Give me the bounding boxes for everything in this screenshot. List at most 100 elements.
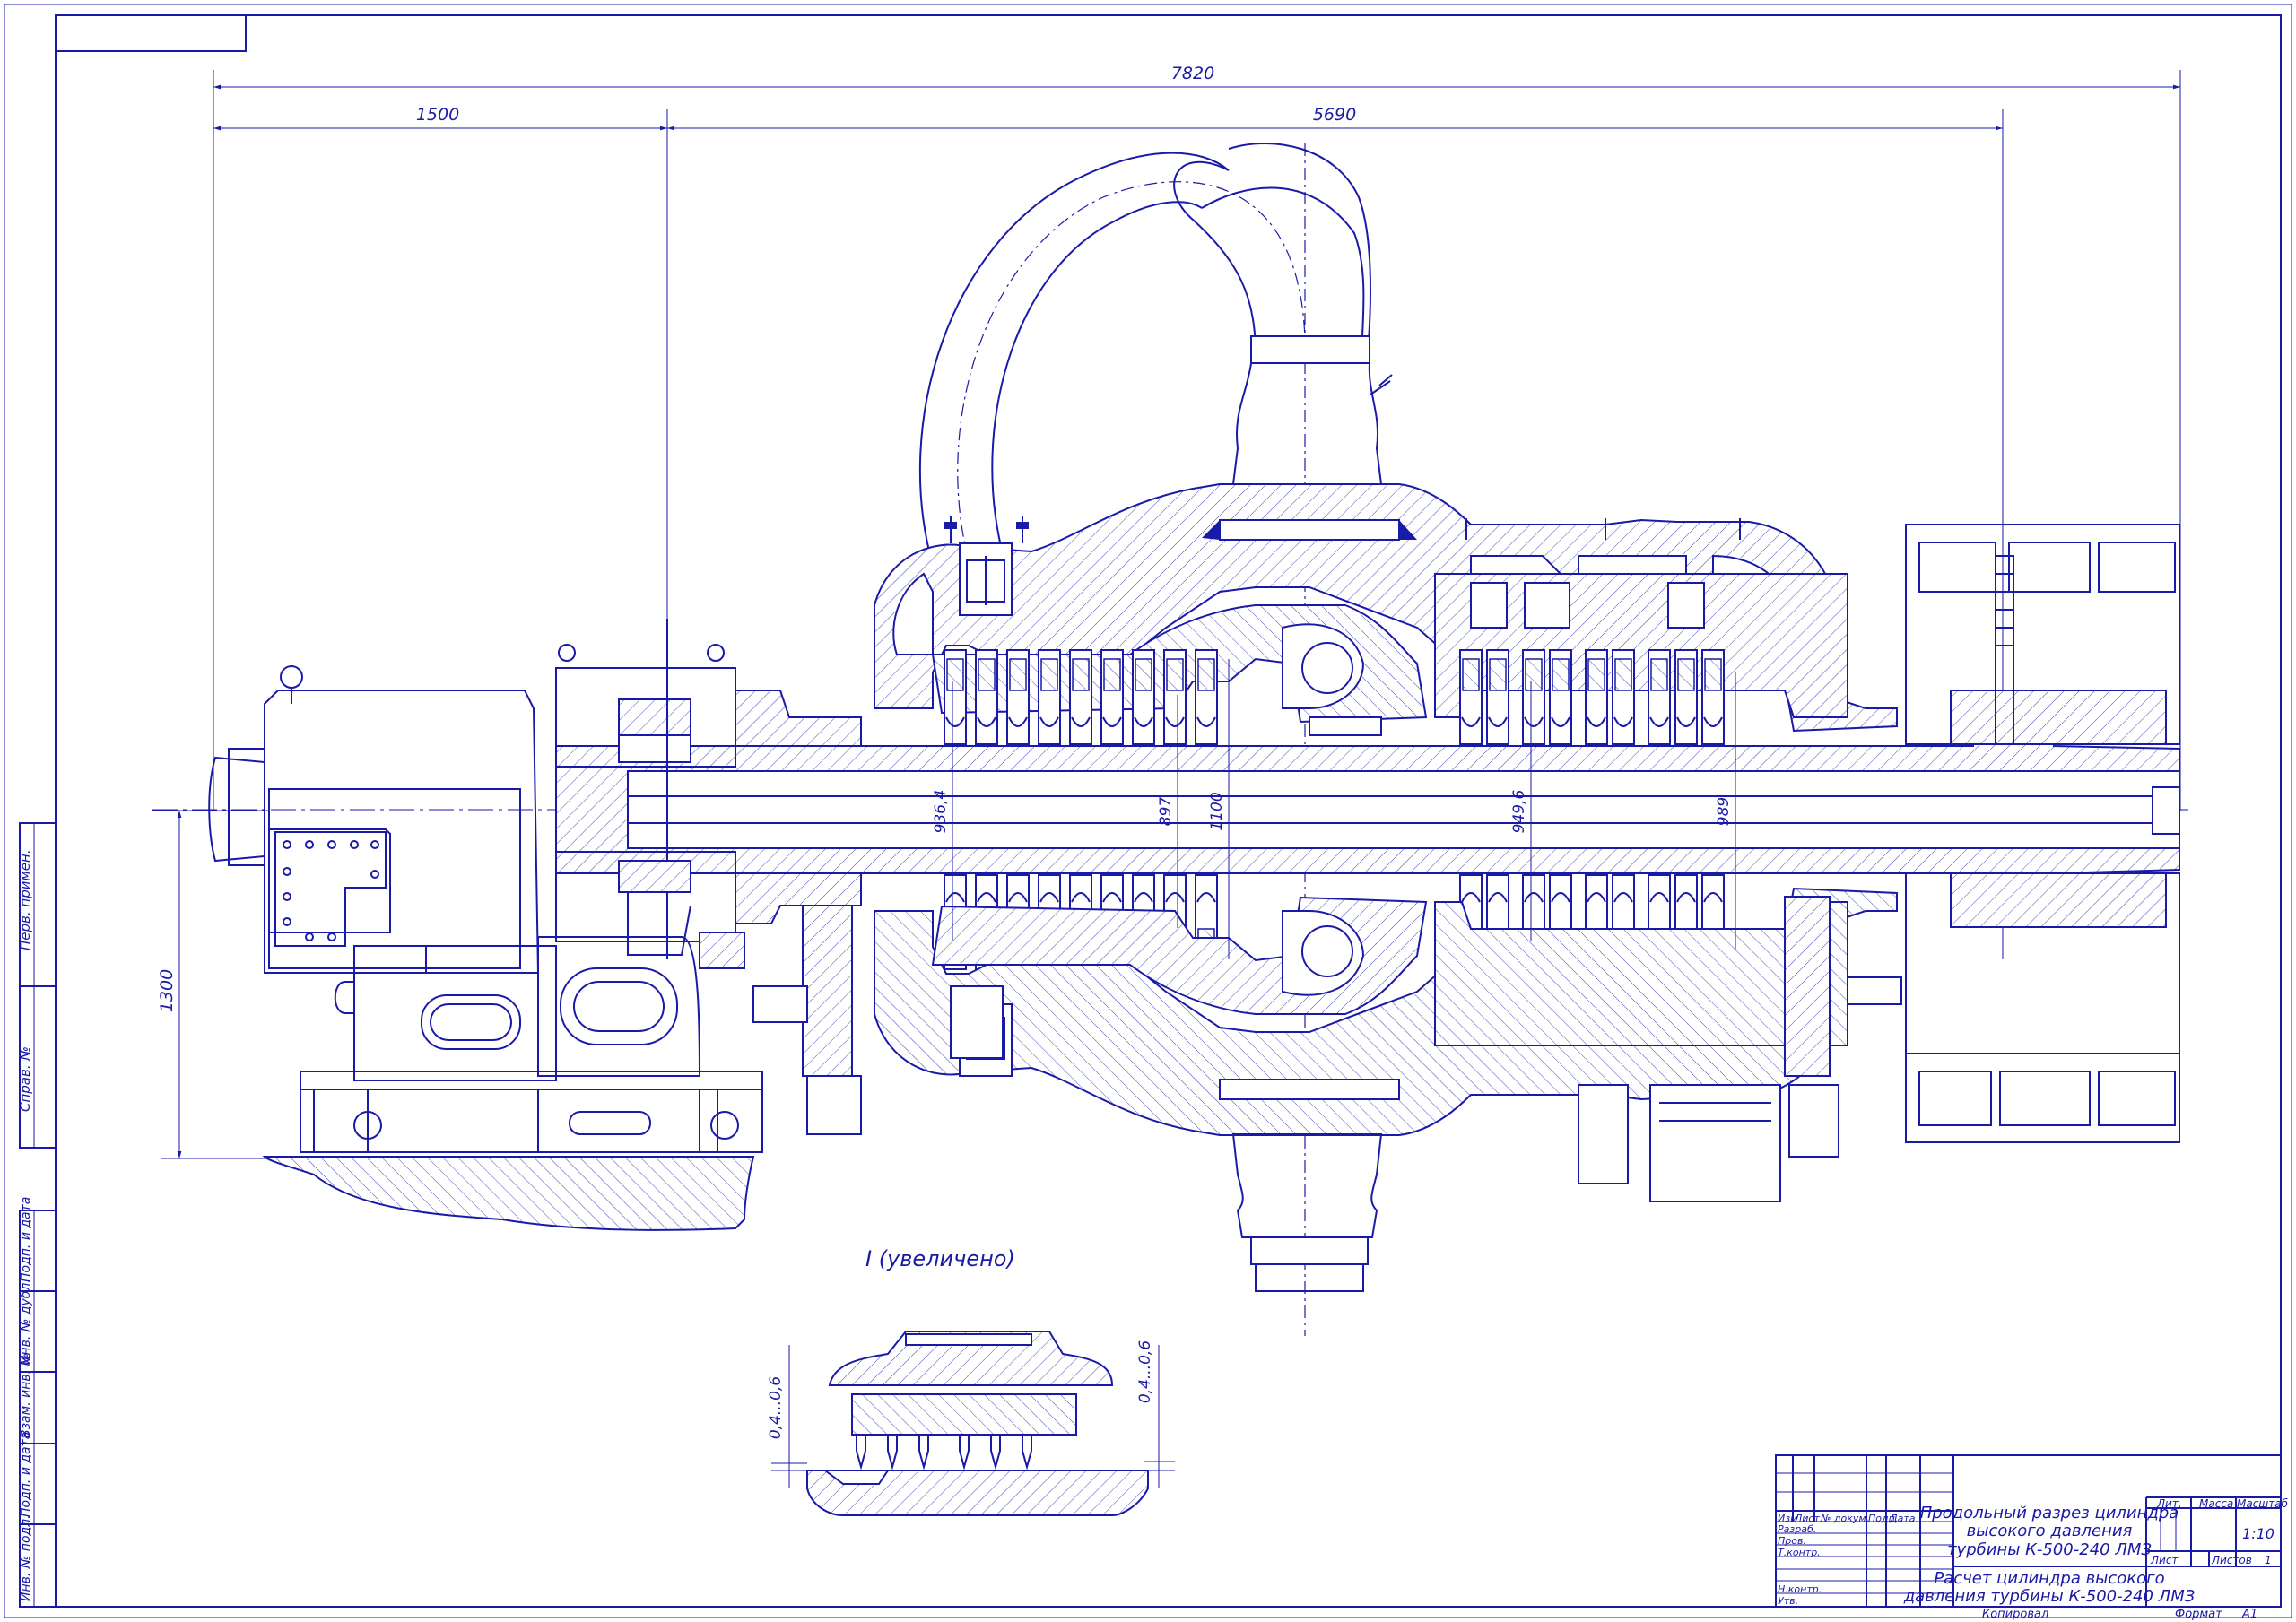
dim-overall-7820: 7820	[1171, 64, 1214, 83]
blade-shroud	[1134, 716, 1153, 727]
front-pedestal	[208, 665, 763, 1231]
blade-shroud	[1587, 892, 1606, 903]
diameter-989: 989	[1715, 797, 1733, 826]
tb-role-tech-control: Т.контр.	[1778, 1547, 1821, 1558]
side-stamp-sign-date-2: Подп. и дата	[19, 1432, 33, 1517]
blade-shroud	[945, 716, 965, 727]
crossover-pipe	[918, 143, 1393, 566]
tb-subtitle-line1: Расчет цилиндра высокого	[1934, 1569, 2164, 1588]
blade-airfoil	[1009, 658, 1027, 691]
lower-exhaust-and-supports	[802, 896, 1839, 1292]
blade-airfoil	[978, 658, 996, 691]
dim-right-5690: 5690	[1313, 105, 1356, 125]
title-block: Изм Лист № докум. Подп. Дата Разраб. Про…	[1775, 1454, 2289, 1608]
dim-height-1300: 1300	[157, 969, 177, 1012]
seal-tooth	[1022, 1434, 1032, 1470]
tb-lit-label: Лит.	[2156, 1497, 2182, 1510]
tb-subtitle-line2: давления турбины К-500-240 ЛМЗ	[1903, 1587, 2196, 1606]
side-stamp-first-use: Перв. примен.	[17, 849, 33, 950]
blade-rows-upper	[944, 649, 1725, 745]
tb-col-docnum: № докум.	[1820, 1513, 1869, 1524]
rear-bearing-pedestal	[1847, 524, 2180, 1143]
blade-airfoil	[1704, 658, 1722, 691]
diameter-1100: 1100	[1208, 792, 1226, 830]
footer-format-value: A1	[2241, 1608, 2257, 1621]
blade-shroud	[1649, 716, 1669, 727]
diameter-897: 897	[1157, 797, 1175, 827]
blade-shroud	[1134, 892, 1153, 903]
blade-shroud	[945, 892, 965, 903]
tb-sheet-label: Лист	[2150, 1554, 2179, 1566]
blade-shroud	[1551, 892, 1570, 903]
tb-role-approved: Утв.	[1778, 1595, 1798, 1607]
diameter-949-6: 949,6	[1510, 789, 1528, 833]
blade-shroud	[1102, 716, 1122, 727]
blade-airfoil	[1040, 658, 1058, 691]
front-bearing-housing	[555, 619, 862, 1023]
blade-shroud	[1196, 716, 1216, 727]
side-stamp: Перв. примен. Справ. № Подп. и дата Инв.…	[17, 822, 57, 1608]
blade-shroud	[1165, 716, 1185, 727]
tb-title-line1: Продольный разрез цилиндра	[1920, 1504, 2179, 1522]
tb-mass-label: Масса	[2199, 1497, 2233, 1510]
tb-sheets-value: 1	[2265, 1554, 2272, 1566]
blade-shroud	[1196, 892, 1216, 903]
blade-airfoil	[1197, 658, 1215, 691]
blade-airfoil	[1650, 658, 1668, 691]
seal-tooth	[887, 1434, 898, 1470]
blade-shroud	[1461, 892, 1481, 903]
blade-airfoil	[1072, 658, 1090, 691]
seal-tooth	[856, 1434, 866, 1470]
side-stamp-sign-date-1: Подп. и дата	[19, 1197, 33, 1282]
blade-shroud	[1676, 892, 1696, 903]
tb-role-checker: Пров.	[1778, 1535, 1806, 1547]
blade-shroud	[1165, 892, 1185, 903]
diameter-callouts: 936,4 897 1100 949,6 989	[932, 659, 1736, 959]
tb-role-norm-control: Н.контр.	[1778, 1583, 1822, 1595]
blade-shroud	[1524, 892, 1544, 903]
blade-shroud	[1008, 716, 1028, 727]
side-stamp-ref-no: Справ. №	[17, 1046, 33, 1112]
tb-col-change: Изм	[1778, 1513, 1797, 1524]
blade-airfoil	[1135, 658, 1152, 691]
seal-teeth	[856, 1434, 1032, 1470]
blade-airfoil	[1462, 658, 1480, 691]
seal-tooth	[918, 1434, 929, 1470]
blade-shroud	[1039, 892, 1059, 903]
detail-gap-left: 0,4...0,6	[767, 1376, 785, 1439]
blade-shroud	[977, 892, 996, 903]
blade-shroud	[1071, 716, 1091, 727]
side-stamp-orig-inv: Инв. № подл.	[19, 1514, 33, 1601]
sheet-frame	[4, 4, 2292, 1618]
tb-col-sheet: Лист	[1794, 1513, 1820, 1524]
tb-sheets-label: Листов	[2211, 1554, 2252, 1566]
blade-shroud	[1488, 892, 1508, 903]
blade-shroud	[1008, 892, 1028, 903]
blade-shroud	[1071, 892, 1091, 903]
blade-shroud	[1039, 716, 1059, 727]
blade-airfoil	[1525, 658, 1543, 691]
blade-airfoil	[1166, 658, 1184, 691]
blade-airfoil	[1489, 658, 1507, 691]
blade-shroud	[1676, 716, 1696, 727]
blade-airfoil	[946, 658, 964, 691]
seal-tooth	[959, 1434, 970, 1470]
blade-shroud	[1613, 892, 1633, 903]
blade-shroud	[1524, 716, 1544, 727]
blade-shroud	[1703, 716, 1723, 727]
blade-shroud	[1703, 892, 1723, 903]
blade-airfoil	[1614, 658, 1632, 691]
blade-shroud	[977, 716, 996, 727]
blade-shroud	[1488, 716, 1508, 727]
dim-left-1500: 1500	[416, 105, 459, 125]
tb-title-line2: высокого давления	[1967, 1522, 2133, 1540]
seal-tooth	[990, 1434, 1001, 1470]
blade-airfoil	[1103, 658, 1121, 691]
blade-airfoil	[1677, 658, 1695, 691]
side-stamp-repl-inv: Взам. инв. №	[19, 1353, 33, 1438]
blade-shroud	[1551, 716, 1570, 727]
detail-view-I: I (увеличено) 0,4...0,6 0,4...0,6	[767, 1246, 1175, 1516]
tb-title-line3: турбины К-500-240 ЛМЗ	[1947, 1540, 2152, 1559]
detail-label: I (увеличено)	[865, 1246, 1015, 1271]
